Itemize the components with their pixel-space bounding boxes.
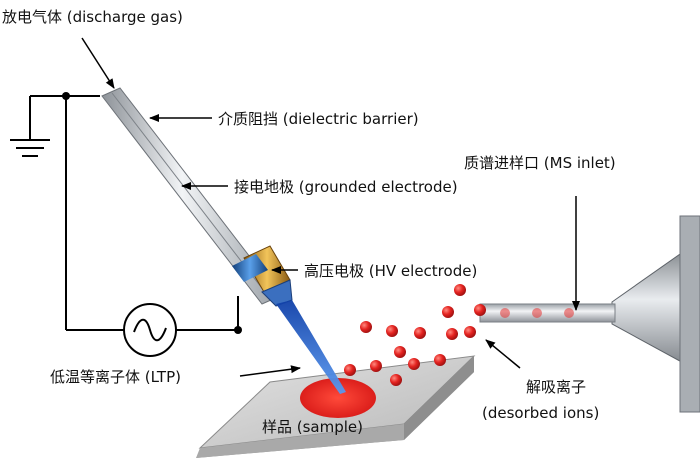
ion: [474, 304, 486, 316]
ion: [370, 360, 382, 372]
ion: [414, 327, 426, 339]
ion: [464, 326, 476, 338]
label-sample: 样品 (sample): [262, 418, 363, 436]
ion: [386, 325, 398, 337]
ltp-probe: [101, 87, 346, 394]
label-ltp: 低温等离子体 (LTP): [50, 368, 181, 386]
label-desorbed-ions-en: (desorbed ions): [482, 404, 599, 422]
ion: [344, 364, 356, 376]
ion: [390, 374, 402, 386]
junction-dot-top: [62, 92, 70, 100]
junction-dot-bottom: [234, 326, 242, 334]
ion: [360, 321, 372, 333]
sample-spot: [300, 378, 376, 418]
arrow-desorbed-ions: [485, 339, 521, 369]
ms-inlet: [479, 215, 700, 413]
label-desorbed-ions-cn: 解吸离子: [526, 378, 586, 396]
label-hv-electrode: 高压电极 (HV electrode): [304, 262, 477, 280]
ion: [408, 358, 420, 370]
label-discharge-gas: 放电气体 (discharge gas): [2, 8, 183, 26]
label-grounded-electrode: 接电地极 (grounded electrode): [234, 178, 458, 196]
ion: [434, 354, 446, 366]
ac-source-icon: [123, 303, 177, 357]
ion-in-inlet: [532, 308, 542, 318]
ion-in-inlet: [500, 308, 510, 318]
label-ms-inlet: 质谱进样口 (MS inlet): [464, 154, 616, 172]
arrow-ltp: [239, 365, 301, 377]
ion: [446, 328, 458, 340]
ground-symbol-icon: [10, 96, 50, 157]
ion: [394, 346, 406, 358]
ion-in-inlet: [564, 308, 574, 318]
desorbed-ions: [344, 284, 574, 386]
annotation-arrows: [81, 37, 580, 377]
sample-slide: [196, 355, 476, 458]
label-dielectric-barrier: 介质阻挡 (dielectric barrier): [218, 110, 419, 128]
arrow-discharge-gas: [81, 37, 115, 89]
ion: [454, 284, 466, 296]
ion: [442, 306, 454, 318]
